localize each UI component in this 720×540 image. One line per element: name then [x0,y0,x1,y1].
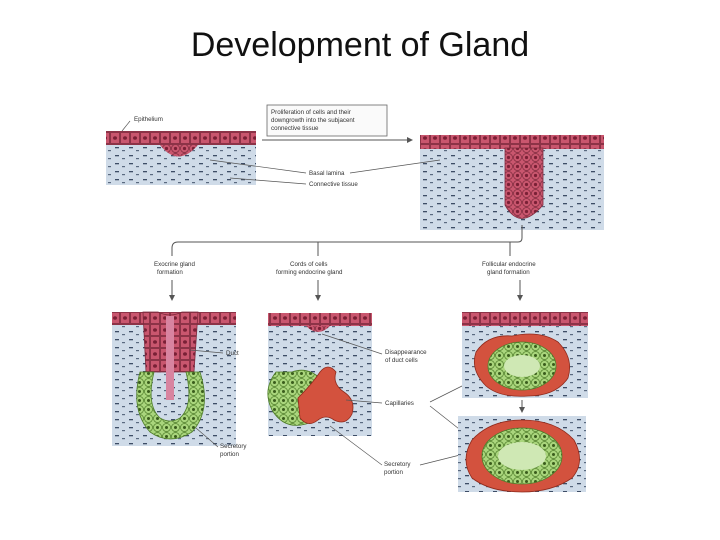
follicular-title: Follicular endocrine gland formation [482,261,536,276]
secretory-left-pointer [195,427,219,448]
secretory-left-label: Secretory portion [220,443,247,458]
basal-lamina-pointer-right [349,159,441,174]
exocrine-title: Exocrine gland formation [154,261,195,276]
stage-1-downgrowth-bud [160,145,198,157]
slide-title: Development of Gland [190,26,530,64]
disappearance-pointer [321,333,383,355]
capillaries-label: Capillaries [385,400,414,407]
exocrine-secretory-portion [136,371,205,440]
follicular-stage-2 [458,416,586,493]
follicular-stage-1 [462,312,588,398]
basal-lamina-pointer-left [209,159,307,174]
cords-title: Cords of cells forming endocrine gland [276,261,343,276]
svg-text:portion: portion [384,469,403,476]
svg-text:connective tissue: connective tissue [271,125,319,132]
cords-epithelium [268,313,372,326]
cords-residual-bud [306,326,330,332]
epithelium-pointer [121,120,131,132]
svg-text:Cords of cells: Cords of cells [290,261,327,268]
basal-lamina-label: Basal lamina [309,170,345,177]
svg-text:Exocrine gland: Exocrine gland [154,261,195,268]
svg-text:formation: formation [157,269,183,276]
svg-text:portion: portion [220,451,239,458]
cords-capillaries [297,366,354,424]
exocrine-duct-lumen [166,316,174,400]
stage-2-epithelium-layer [420,135,604,149]
stage-2-downgrowth [420,135,604,230]
svg-text:downgrowth into the subjacent: downgrowth into the subjacent [271,117,355,124]
svg-text:of duct cells: of duct cells [385,357,418,364]
endocrine-cords [267,313,372,436]
disappearance-label: Disappearance of duct cells [385,349,427,364]
proliferation-label: Proliferation of cells and their downgro… [266,104,388,137]
stage-1-epithelium-layer [106,131,256,145]
capillaries-pointer-left [345,399,383,404]
exocrine-gland [112,311,236,446]
svg-text:gland formation: gland formation [487,269,530,276]
svg-text:Disappearance: Disappearance [385,349,427,356]
stage-1-epithelium [106,131,256,185]
connective-tissue-pointer [229,177,307,185]
branch-connector [171,225,523,256]
stage-2-cell-column [504,147,544,219]
follicular-epithelium [462,312,588,326]
svg-text:Follicular endocrine: Follicular endocrine [482,261,536,268]
svg-text:forming endocrine gland: forming endocrine gland [276,269,343,276]
svg-text:Proliferation of cells and the: Proliferation of cells and their [271,109,351,116]
secretory-right-pointer-cords [329,425,383,466]
follicle-2-lumen [498,442,546,470]
follicle-1-lumen [504,355,540,377]
connective-tissue-label: Connective tissue [309,181,358,188]
svg-text:Secretory: Secretory [384,461,411,468]
svg-text:Secretory: Secretory [220,443,247,450]
secretory-right-label: Secretory portion [384,461,411,476]
duct-pointer [189,349,224,354]
duct-label: Duct [226,350,239,357]
epithelium-label: Epithelium [134,116,163,123]
